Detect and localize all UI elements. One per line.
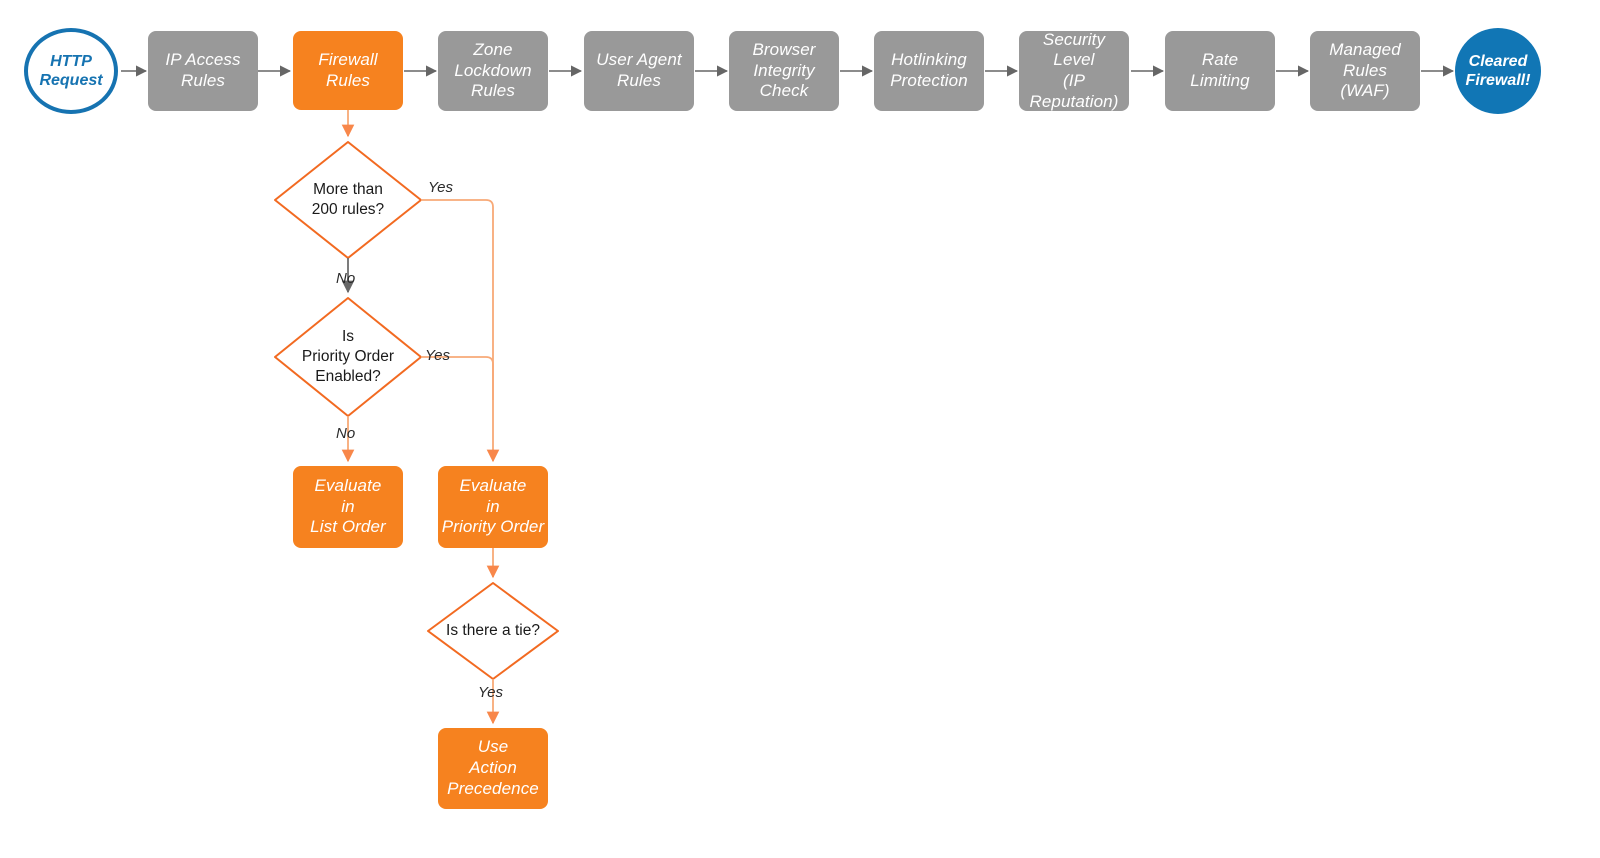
node-managed-rules-waf[interactable]: Managed Rules (WAF): [1310, 31, 1420, 111]
node-evaluate-in-priority-order[interactable]: Evaluate in Priority Order: [438, 466, 548, 548]
decision-outlines: [274, 141, 559, 680]
edge-label-yes-priority-order: Yes: [425, 347, 451, 364]
node-zone-lockdown-rules[interactable]: Zone Lockdown Rules: [438, 31, 548, 111]
node-is-priority-order-enabled[interactable]: Is Priority Order Enabled?: [301, 328, 395, 385]
edge-label-yes-is-there-a-tie: Yes: [478, 684, 504, 701]
node-rate-limiting[interactable]: Rate Limiting: [1165, 31, 1275, 111]
node-ip-access-rules[interactable]: IP Access Rules: [148, 31, 258, 111]
node-security-level[interactable]: Security Level (IP Reputation): [1019, 30, 1129, 111]
edge-label-yes-more-than-200: Yes: [428, 179, 454, 196]
connector-yes-more-than-200: [421, 199, 500, 463]
node-firewall-rules[interactable]: Firewall Rules: [293, 31, 403, 110]
connector-yes-priority-order: [421, 356, 494, 400]
node-use-action-precedence[interactable]: Use Action Precedence: [438, 728, 548, 809]
node-cleared-firewall[interactable]: Cleared Firewall!: [1455, 28, 1541, 114]
node-browser-integrity-check[interactable]: Browser Integrity Check: [729, 31, 839, 111]
edge-label-no-more-than-200: No: [336, 270, 356, 287]
edge-label-no-priority-order: No: [336, 425, 356, 442]
node-hotlinking-protection[interactable]: Hotlinking Protection: [874, 31, 984, 111]
node-user-agent-rules[interactable]: User Agent Rules: [584, 31, 694, 111]
node-more-than-200-rules[interactable]: More than 200 rules?: [311, 181, 385, 218]
node-http-request[interactable]: HTTP Request: [24, 28, 118, 114]
decision-connectors: [341, 109, 500, 725]
node-is-there-a-tie[interactable]: Is there a tie?: [446, 622, 540, 640]
node-evaluate-in-list-order[interactable]: Evaluate in List Order: [293, 466, 403, 548]
